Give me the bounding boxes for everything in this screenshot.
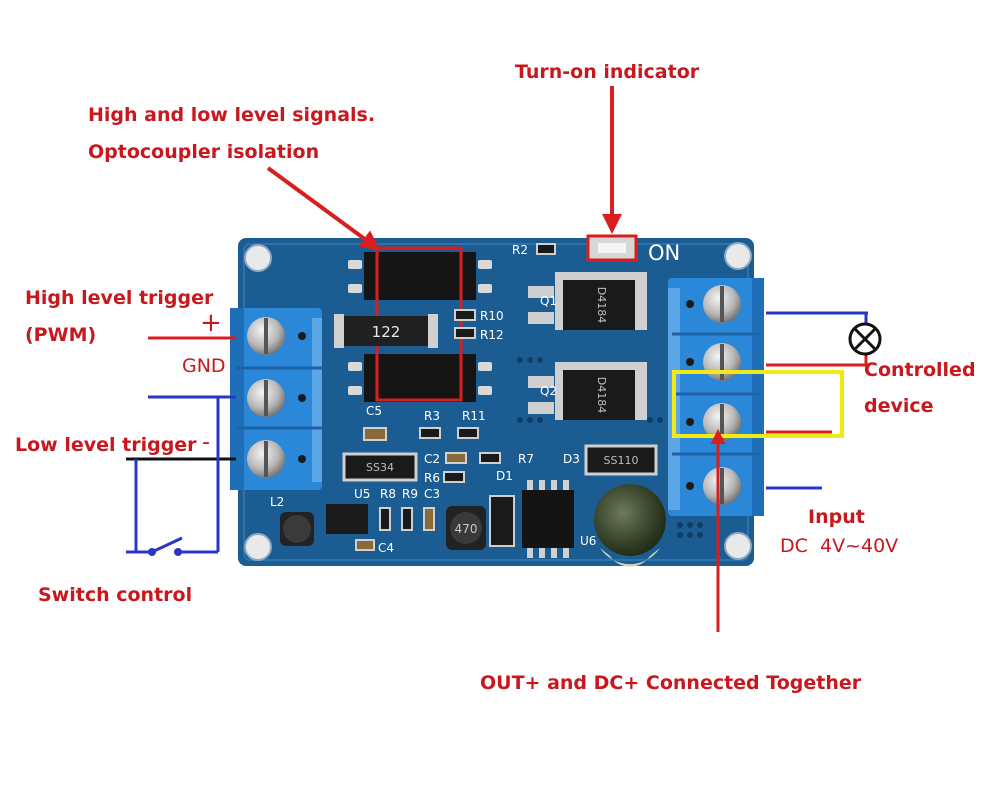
mosfet-q1: D4184	[528, 272, 647, 330]
diode-code: SS110	[604, 454, 639, 467]
label-r9: R9	[402, 487, 418, 501]
inductor-code: 470	[455, 522, 478, 536]
label-r7: R7	[518, 452, 534, 466]
diode-d3	[584, 444, 658, 476]
terminal-out-minus: OUT -	[772, 287, 826, 309]
label-c4: C4	[378, 541, 394, 555]
diode-code: SS34	[366, 461, 394, 474]
label-gnd: GND	[182, 355, 226, 377]
label-switch-control: Switch control	[38, 584, 193, 606]
label-d1: D1	[496, 469, 513, 483]
optocoupler-1	[364, 252, 476, 300]
label-input: Input	[808, 506, 865, 528]
label-high-trigger-line2: (PWM)	[25, 324, 97, 346]
inductor-470	[450, 512, 482, 544]
electrolytic-capacitor	[594, 484, 666, 556]
mounting-hole	[244, 533, 272, 561]
resistor-122	[340, 316, 432, 346]
left-screw-1[interactable]	[247, 317, 285, 355]
label-minus-sign: -	[202, 430, 210, 455]
label-plus-sign: +	[200, 308, 222, 338]
label-d3: D3	[563, 452, 580, 466]
mosfet-code: D4184	[595, 287, 608, 323]
optocoupler-2	[364, 354, 476, 402]
mounting-hole	[724, 532, 752, 560]
label-r12: R12	[480, 328, 504, 342]
label-controlled-line2: device	[864, 395, 934, 417]
label-low-trigger: Low level trigger	[15, 434, 197, 456]
diode-ss34	[342, 452, 418, 482]
label-c3: C3	[424, 487, 440, 501]
switch-contact	[174, 548, 182, 556]
label-turn-on-indicator: Turn-on indicator	[515, 61, 700, 83]
left-screw-2[interactable]	[247, 379, 285, 417]
label-r6: R6	[424, 471, 440, 485]
chip-u6	[522, 490, 574, 548]
mosfet-code: D4184	[595, 377, 608, 413]
arrow-optocoupler	[266, 166, 381, 251]
mosfet-q2: D4184	[528, 362, 647, 420]
label-u5: U5	[354, 487, 370, 501]
inductor-l2	[283, 515, 311, 543]
label-controlled-line1: Controlled	[864, 359, 976, 381]
label-u6: U6	[580, 534, 596, 548]
mounting-hole	[724, 242, 752, 270]
label-c2: C2	[424, 452, 440, 466]
label-r11: R11	[462, 409, 486, 423]
label-r8: R8	[380, 487, 396, 501]
terminal-dc-plus: DC +	[774, 408, 824, 430]
left-screw-3[interactable]	[247, 440, 285, 478]
label-q1: Q1	[540, 294, 557, 308]
label-l2: L2	[270, 495, 284, 509]
lamp-icon	[848, 322, 882, 356]
dc-plus-highlight	[672, 370, 844, 438]
right-screw-2[interactable]	[703, 343, 741, 381]
terminal-dc-minus: DC -	[774, 464, 815, 486]
mounting-hole	[244, 244, 272, 272]
label-high-trigger-line1: High level trigger	[25, 287, 214, 309]
label-r10: R10	[480, 309, 504, 323]
chip-u5	[326, 504, 368, 534]
terminal-out-plus: OUT +	[772, 341, 835, 363]
right-screw-1[interactable]	[703, 285, 741, 323]
label-q2: Q2	[540, 384, 557, 398]
label-r3: R3	[424, 409, 440, 423]
label-dc-range: DC 4V~40V	[780, 535, 899, 557]
switch-contact	[148, 548, 156, 556]
label-r2: R2	[512, 243, 528, 257]
label-c5: C5	[366, 404, 382, 418]
right-screw-4[interactable]	[703, 467, 741, 505]
pcb-board: 122 R2 ON R10 R12 D4184 Q1 D4184 Q2	[238, 234, 754, 567]
label-signals-line2: Optocoupler isolation	[88, 141, 320, 163]
label-connected-together: OUT+ and DC+ Connected Together	[480, 672, 862, 694]
switch-lever	[151, 536, 183, 554]
label-on: ON	[648, 241, 680, 265]
resistor-code: 122	[372, 323, 401, 341]
label-signals-line1: High and low level signals.	[88, 104, 376, 126]
